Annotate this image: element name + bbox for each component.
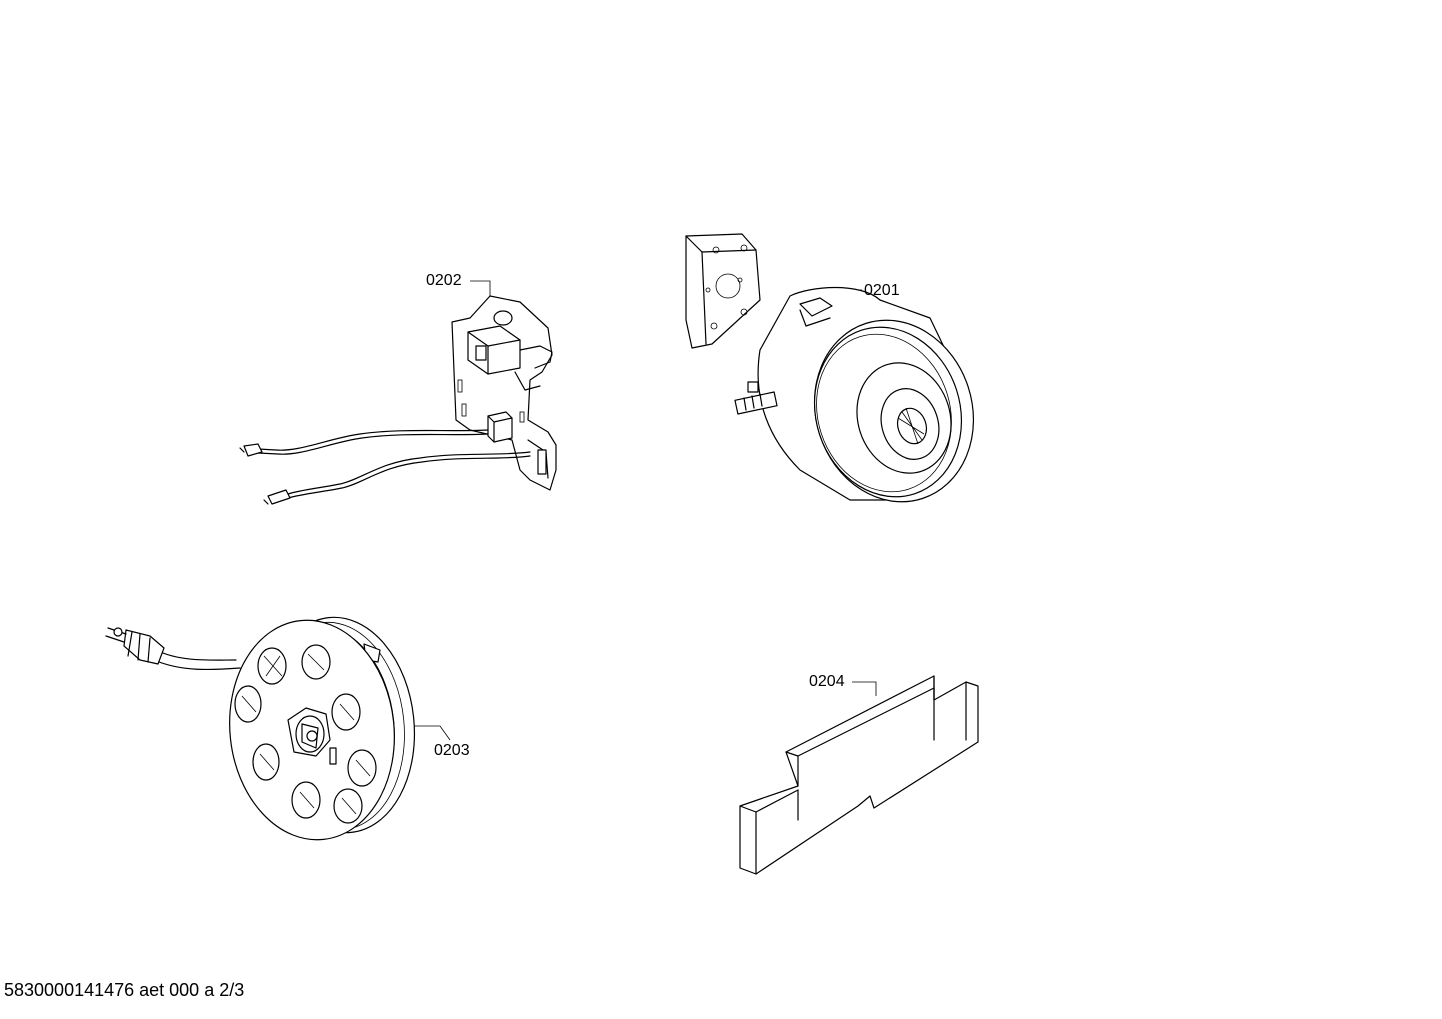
part-label-0202: 0202 xyxy=(426,272,462,289)
document-id-footer: 5830000141476 aet 000 a 2/3 xyxy=(4,980,245,1000)
switch-bracket-icon xyxy=(239,280,557,505)
foam-filter-icon xyxy=(739,675,979,875)
part-label-0204: 0204 xyxy=(809,673,845,690)
motor-icon xyxy=(685,233,975,503)
cable-reel-icon xyxy=(105,616,451,841)
part-label-0203: 0203 xyxy=(434,742,470,759)
part-label-0201: 0201 xyxy=(864,282,900,299)
